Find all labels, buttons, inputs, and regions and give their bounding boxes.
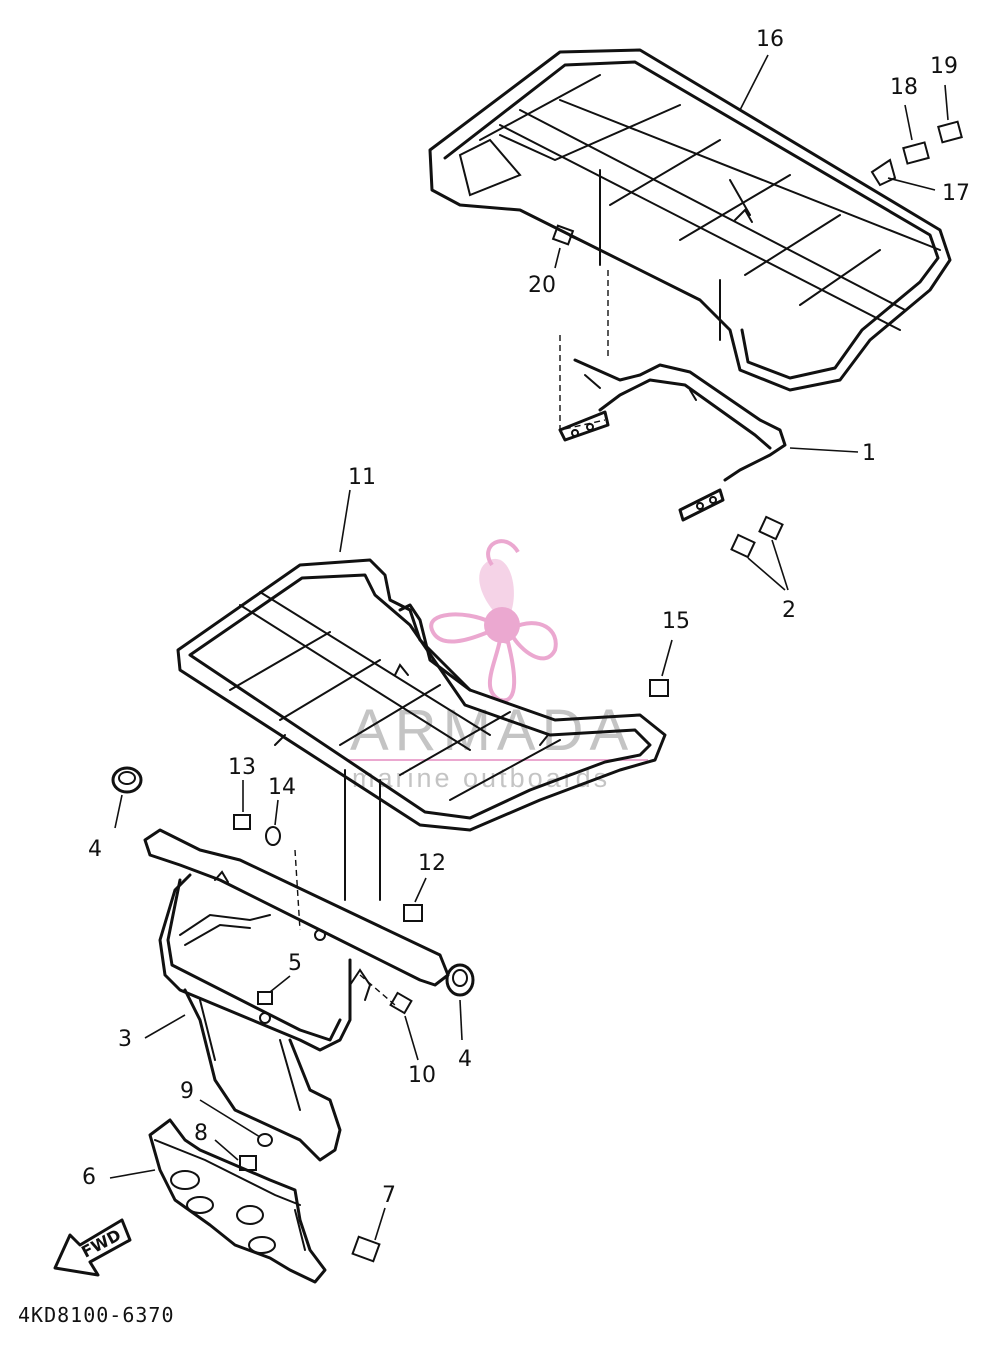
fwd-arrow-icon: FWD <box>53 1218 132 1277</box>
bolt-part-19[interactable] <box>937 120 963 144</box>
callout-4-left: 4 <box>88 837 102 862</box>
callout-17: 17 <box>942 181 970 206</box>
collar-part-18[interactable] <box>902 141 930 165</box>
callout-2: 2 <box>782 598 796 623</box>
callout-11: 11 <box>348 465 376 490</box>
front-carrier-part-11[interactable] <box>176 558 667 901</box>
rear-stay-part-1[interactable] <box>558 270 859 522</box>
bracket-part-17[interactable] <box>870 158 936 191</box>
bolt-part-10[interactable] <box>389 991 419 1061</box>
callout-10: 10 <box>408 1063 436 1088</box>
callout-7: 7 <box>382 1183 396 1208</box>
grip-cap-part-4-right[interactable] <box>445 963 475 997</box>
washer-part-9[interactable] <box>199 1099 273 1147</box>
callout-20: 20 <box>528 273 556 298</box>
bolts-part-2[interactable] <box>730 515 789 591</box>
callout-5: 5 <box>288 951 302 976</box>
callout-1: 1 <box>862 441 876 466</box>
callout-13: 13 <box>228 755 256 780</box>
washer-part-14[interactable] <box>265 799 281 846</box>
callout-14: 14 <box>268 775 296 800</box>
front-guard-part-3[interactable] <box>143 828 450 1162</box>
rear-carrier-part-16[interactable] <box>428 48 952 392</box>
bolt-part-20[interactable] <box>551 224 591 246</box>
nut-part-13[interactable] <box>233 780 251 830</box>
callout-16: 16 <box>756 27 784 52</box>
callout-3: 3 <box>118 1027 132 1052</box>
callout-9: 9 <box>180 1079 194 1104</box>
callout-8: 8 <box>194 1121 208 1146</box>
callout-18: 18 <box>890 75 918 100</box>
nut-part-5[interactable] <box>257 975 291 1005</box>
callout-12: 12 <box>418 851 446 876</box>
grip-cap-part-4-left[interactable] <box>111 766 143 794</box>
watermark-title: ARMADA <box>350 698 634 763</box>
bolt-part-12[interactable] <box>403 877 427 922</box>
watermark: ARMADA marine outboards <box>348 539 648 793</box>
callout-19: 19 <box>930 54 958 79</box>
skid-plate-part-6[interactable] <box>148 1118 327 1284</box>
diagram-code: 4KD8100-6370 <box>18 1303 175 1327</box>
bolt-part-8[interactable] <box>214 1139 257 1171</box>
callout-6: 6 <box>82 1165 96 1190</box>
bolt-part-7[interactable] <box>351 1207 386 1263</box>
callout-4-right: 4 <box>458 1047 472 1072</box>
bolt-part-15[interactable] <box>649 639 673 697</box>
callout-15: 15 <box>662 609 690 634</box>
callouts: 16 18 19 17 20 1 2 11 15 13 14 4 12 5 3 … <box>82 27 970 1208</box>
propeller-logo-icon <box>429 539 558 703</box>
